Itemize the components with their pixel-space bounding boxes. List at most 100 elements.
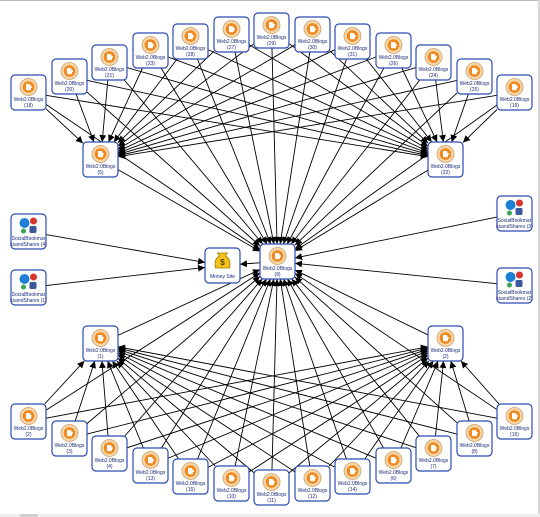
node-top-t11[interactable]: Web2.0Blogs(24) (415, 44, 452, 81)
edge-b2-to-hub-bottom-left (74, 360, 96, 422)
top-border (0, 0, 540, 1)
edge-b4-to-hub-bottom-left (107, 360, 144, 449)
node-label-line: (27) (227, 45, 236, 51)
node-center-web2-blog[interactable]: Web2.0Blogs(9) (259, 243, 296, 280)
edge-s3-to-center (294, 216, 498, 260)
social-bookmarks-icon (19, 217, 37, 234)
node-bottom-b6[interactable]: Web2.0Blogs(10) (213, 465, 250, 502)
node-label-line: ksandShares (3) (496, 224, 533, 230)
node-bottom-b11[interactable]: Web2.0Blogs(7) (415, 435, 452, 472)
node-top-t10[interactable]: Web2.0Blogs(26) (375, 32, 412, 69)
node-top-t13[interactable]: Web2.0Blogs(19) (496, 74, 533, 111)
blogger-icon (100, 439, 119, 457)
blogger-icon (181, 462, 200, 480)
node-label-line: Web2.0Blogs (257, 492, 287, 498)
money-bag-icon: $ (214, 252, 231, 269)
blogger-icon (465, 424, 484, 442)
edge-t13-to-hub-top-left (117, 94, 498, 160)
blogger-icon (303, 20, 322, 38)
node-label-line: ksandShares (1) (10, 298, 47, 304)
edge-b7-to-hub-bottom-right (288, 357, 429, 474)
blogger-icon (222, 469, 241, 487)
edge-b3-to-hub-bottom-right (126, 348, 429, 449)
node-label-line: (16) (510, 432, 519, 438)
scrollbar-right[interactable] (538, 0, 540, 517)
node-top-t8[interactable]: Web2.0Blogs(30) (294, 16, 331, 53)
blogger-icon (505, 78, 524, 96)
node-bottom-b9[interactable]: Web2.0Blogs(14) (334, 458, 371, 495)
node-label-line: Web2.0Blogs (257, 35, 287, 41)
node-top-t4[interactable]: Web2.0Blogs(23) (132, 32, 169, 69)
node-top-t7[interactable]: Web2.0Blogs(29) (253, 12, 290, 49)
edge-t5-to-hub-top-right (207, 49, 429, 152)
blogger-icon (424, 439, 443, 457)
node-label-line: (14) (348, 487, 357, 493)
node-label-line: Web2.0Blogs (500, 97, 530, 103)
blogger-icon (303, 469, 322, 487)
node-bottom-b13[interactable]: Web2.0Blogs(16) (496, 403, 533, 440)
edge-t11-to-center (290, 79, 421, 245)
node-label-line: Web2.0Blogs (379, 55, 409, 61)
node-hub-top-left[interactable]: Web2.0Blogs(5) (82, 141, 119, 178)
social-bookmarks-icon (505, 199, 523, 216)
node-bottom-b10[interactable]: Web2.0Blogs(6) (375, 447, 412, 484)
edge-t1-to-hub-top-left (45, 108, 84, 144)
node-label-line: (9) (274, 272, 280, 278)
node-label-line: (11) (267, 498, 276, 504)
edge-b12-to-center (294, 276, 458, 424)
node-label-line: (25) (470, 87, 479, 93)
node-top-t6[interactable]: Web2.0Blogs(27) (213, 16, 250, 53)
node-label-line: (10) (227, 494, 236, 500)
node-label-line: (30) (308, 45, 317, 51)
node-top-t12[interactable]: Web2.0Blogs(25) (456, 58, 493, 95)
node-bottom-b2[interactable]: Web2.0Blogs(3) (51, 420, 88, 457)
blogger-icon (91, 145, 110, 163)
node-bottom-b5[interactable]: Web2.0Blogs(15) (172, 458, 209, 495)
edge-s1-to-money-site (45, 234, 206, 265)
node-bottom-b1[interactable]: Web2.0Blogs(2) (10, 403, 47, 440)
edge-t9-to-center (282, 58, 347, 245)
node-hub-bottom-right[interactable]: Web2.0Blogs(2) (427, 325, 464, 362)
node-top-t5[interactable]: Web2.0Blogs(28) (172, 23, 209, 60)
edge-t9-to-hub-top-left (117, 49, 336, 152)
node-top-t3[interactable]: Web2.0Blogs(21) (91, 44, 128, 81)
node-label-line: Web2.0Blogs (176, 481, 206, 487)
node-label-line: Web2.0Blogs (14, 97, 44, 103)
node-label-line: SocialBookmar (498, 290, 532, 296)
edge-t1-to-center (45, 104, 261, 250)
node-hub-top-right[interactable]: Web2.0Blogs(22) (427, 141, 464, 178)
scrollbar-thumb[interactable] (20, 514, 38, 517)
edge-b2-to-center (86, 276, 261, 424)
edge-b12-to-hub-bottom-right (449, 360, 470, 422)
node-top-t2[interactable]: Web2.0Blogs(20) (51, 58, 88, 95)
edges-layer (44, 43, 500, 474)
nodes-layer: Web2.0Blogs(9)$Money SiteWeb2.0Blogs(5)W… (10, 12, 533, 506)
scrollbar-bottom[interactable] (0, 514, 540, 517)
blogger-icon (100, 48, 119, 66)
node-top-t1[interactable]: Web2.0Blogs(18) (10, 74, 47, 111)
node-top-t9[interactable]: Web2.0Blogs(31) (334, 23, 371, 60)
node-bottom-b3[interactable]: Web2.0Blogs(4) (91, 435, 128, 472)
edge-h1-to-center (117, 169, 261, 252)
node-bottom-b12[interactable]: Web2.0Blogs(8) (456, 420, 493, 457)
node-label-line: Web2.0Blogs (95, 67, 125, 73)
node-bottom-b8[interactable]: Web2.0Blogs(12) (294, 465, 331, 502)
node-money-site[interactable]: $Money Site (204, 247, 241, 284)
edge-t11-to-hub-top-right (435, 79, 446, 143)
edge-center-to-money-site (239, 260, 261, 268)
edge-t5-to-hub-top-left (113, 58, 178, 143)
edge-b13-to-center (294, 272, 498, 411)
node-label-line: (5) (97, 170, 103, 176)
node-hub-bottom-left[interactable]: Web2.0Blogs(1) (82, 325, 119, 362)
node-label-line: (29) (267, 41, 276, 47)
node-bottom-b7[interactable]: Web2.0Blogs(11) (253, 469, 290, 506)
node-label-line: (12) (308, 494, 317, 500)
node-label-line: Web2.0Blogs (338, 46, 368, 52)
node-bottom-b4[interactable]: Web2.0Blogs(13) (132, 447, 169, 484)
edge-t6-to-center (234, 51, 276, 245)
node-label-line: SocialBookmar (12, 292, 46, 298)
